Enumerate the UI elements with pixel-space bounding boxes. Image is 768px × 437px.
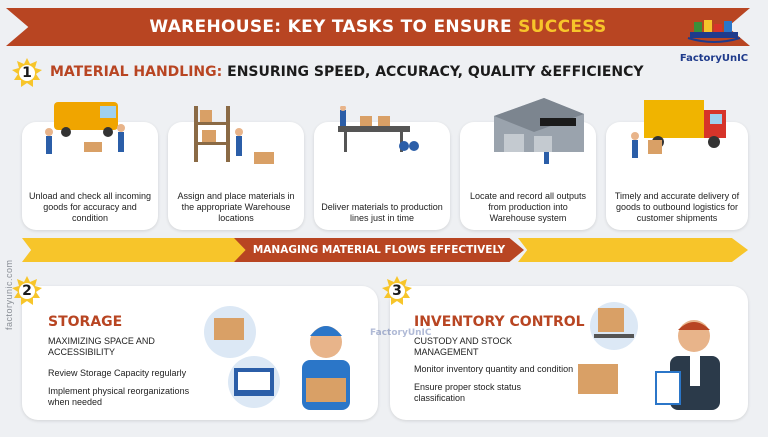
title-banner: WAREHOUSE: KEY TASKS TO ENSURE SUCCESS	[6, 8, 750, 46]
conveyor-icon	[338, 106, 419, 152]
watermark-text: FactoryUnIC	[370, 328, 432, 338]
inventory-title: INVENTORY CONTROL	[414, 314, 585, 330]
section-2-badge: 2	[12, 276, 42, 306]
sunburst-badge-icon	[12, 58, 42, 87]
section-1-badge: 1	[12, 58, 42, 88]
storage-subtitle: MAXIMIZING SPACE AND ACCESSIBILITY	[48, 336, 155, 357]
storage-item: Implement physical reorganizations when …	[48, 386, 190, 407]
section-3-badge: 3	[382, 276, 412, 306]
section-2-number: 2	[22, 283, 32, 299]
inventory-panel: INVENTORY CONTROL CUSTODY AND STOCK MANA…	[390, 286, 748, 420]
logo-text: FactoryUnIC	[679, 53, 749, 64]
truck-icon	[631, 100, 726, 158]
inventory-subtitle: CUSTODY AND STOCK MANAGEMENT	[414, 336, 513, 357]
sunburst-badge-icon	[382, 276, 412, 305]
inventory-manager-icon	[578, 302, 720, 410]
flow-arrow-left	[22, 238, 250, 262]
section-3-number: 3	[392, 283, 402, 299]
card-text: Locate and record all outputs from produ…	[469, 191, 587, 223]
title-highlight: SUCCESS	[518, 17, 607, 37]
section-1-heading-highlight: MATERIAL HANDLING:	[50, 64, 223, 80]
flow-center: MANAGING MATERIAL FLOWS EFFECTIVELY	[234, 238, 524, 262]
card-text: Assign and place materials in the approp…	[177, 191, 295, 223]
inventory-item: Ensure proper stock status classificatio…	[414, 382, 522, 403]
delivery-van-icon	[45, 102, 125, 154]
sunburst-badge-icon	[12, 276, 42, 305]
card-text: Timely and accurate delivery of goods to…	[614, 191, 740, 223]
card-text: Deliver materials to production lines ju…	[321, 202, 443, 223]
title-main: WAREHOUSE: KEY TASKS TO ENSURE	[149, 17, 519, 37]
inventory-item: Monitor inventory quantity and condition	[414, 364, 574, 374]
warehouse-building-icon	[494, 98, 584, 164]
storage-item: Review Storage Capacity regularly	[48, 368, 187, 378]
card-text: Unload and check all incoming goods for …	[28, 191, 152, 223]
section-1-heading: MATERIAL HANDLING: ENSURING SPEED, ACCUR…	[50, 64, 644, 80]
card-unload: Unload and check all incoming goods for …	[22, 122, 158, 230]
flow-label: MANAGING MATERIAL FLOWS EFFECTIVELY	[252, 244, 506, 256]
section-1-number: 1	[22, 65, 32, 81]
storage-title: STORAGE	[48, 314, 123, 330]
logo: FactoryUnIC	[674, 18, 754, 64]
storage-panel: STORAGE MAXIMIZING SPACE AND ACCESSIBILI…	[22, 286, 378, 420]
factory-books-logo-icon	[687, 20, 741, 43]
flow-arrow-right	[518, 238, 748, 262]
watermark: FactoryUnIC	[370, 322, 432, 340]
card-outbound: Timely and accurate delivery of goods to…	[606, 122, 748, 230]
warehouse-worker-icon	[204, 306, 350, 410]
page-title: WAREHOUSE: KEY TASKS TO ENSURE SUCCESS	[149, 17, 606, 37]
storage-rack-icon	[194, 106, 274, 164]
material-handling-cards: Unload and check all incoming goods for …	[22, 122, 748, 230]
section-1-heading-rest: ENSURING SPEED, ACCURACY, QUALITY &EFFIC…	[222, 64, 644, 80]
flow-banner: MANAGING MATERIAL FLOWS EFFECTIVELY	[22, 238, 748, 262]
card-deliver: Deliver materials to production lines ju…	[314, 122, 450, 230]
